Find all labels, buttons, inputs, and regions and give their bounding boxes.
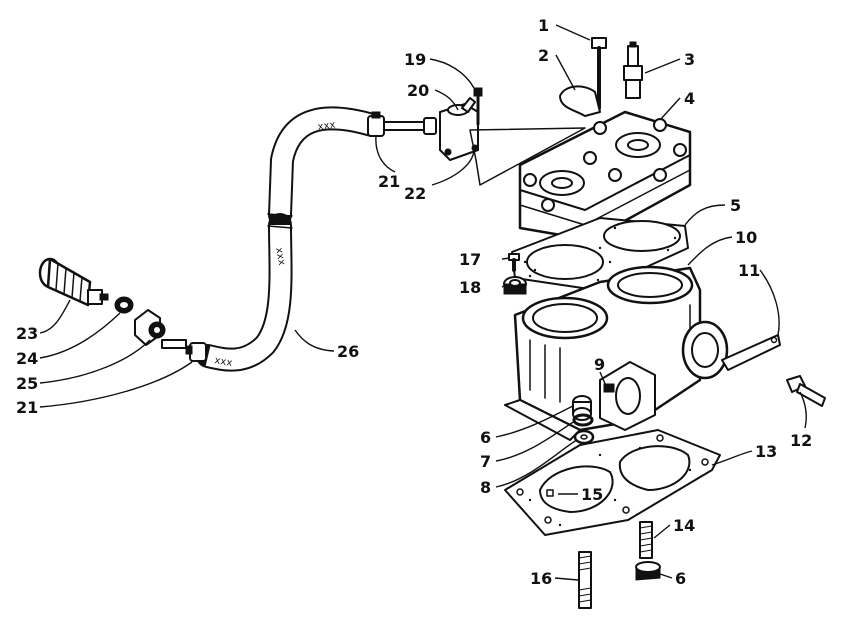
spark-plug bbox=[623, 41, 643, 99]
callout-6: 6 bbox=[480, 428, 491, 447]
nut-6 bbox=[635, 561, 661, 581]
callout-2: 2 bbox=[538, 46, 549, 65]
callout-8: 8 bbox=[480, 478, 491, 497]
callout-13: 13 bbox=[755, 442, 777, 461]
callout-12: 12 bbox=[790, 431, 812, 450]
callout-4: 4 bbox=[684, 89, 695, 108]
o-ring-7 bbox=[572, 413, 594, 427]
base-gasket bbox=[504, 429, 721, 536]
hose-barb-lower bbox=[161, 339, 187, 349]
cylinder-block bbox=[504, 265, 729, 441]
lifting-bracket bbox=[559, 85, 601, 117]
bolt-19 bbox=[473, 87, 483, 126]
bolt-17 bbox=[508, 253, 520, 272]
callout-1: 1 bbox=[538, 16, 549, 35]
coolant-hose: xxx xxx xxx bbox=[196, 106, 384, 372]
callout-18: 18 bbox=[459, 278, 481, 297]
callout-11: 11 bbox=[738, 261, 760, 280]
callout-22: 22 bbox=[404, 184, 426, 203]
callout-9: 9 bbox=[594, 355, 605, 374]
callout-7: 7 bbox=[480, 452, 491, 471]
hose-clamp-upper bbox=[367, 111, 385, 137]
callout-16: 16 bbox=[530, 569, 552, 588]
callout-6-bottom: 6 bbox=[675, 569, 686, 588]
cylinder-head bbox=[518, 110, 692, 242]
callout-21-top: 21 bbox=[378, 172, 400, 191]
exhaust-bracket bbox=[721, 334, 781, 371]
washer-8 bbox=[573, 429, 595, 445]
leader-lines bbox=[39, 24, 807, 581]
drain-plug bbox=[603, 383, 615, 393]
hose-clamp-lower bbox=[185, 342, 207, 362]
nut-25 bbox=[134, 309, 166, 346]
hose-barb-fitting bbox=[383, 117, 437, 135]
callout-10: 10 bbox=[735, 228, 757, 247]
callout-15: 15 bbox=[581, 485, 603, 504]
stud-16 bbox=[578, 551, 592, 609]
hose-nipple bbox=[786, 375, 826, 407]
callout-labels: 1 2 3 4 5 10 11 12 13 14 6 16 15 17 18 9… bbox=[16, 16, 812, 588]
head-bolt bbox=[591, 37, 607, 110]
callout-14: 14 bbox=[673, 516, 695, 535]
callout-5: 5 bbox=[730, 196, 741, 215]
drain-fitting-23 bbox=[38, 257, 109, 307]
hose-marking-upper: xxx bbox=[317, 120, 336, 133]
valve-gasket bbox=[469, 127, 586, 186]
callout-23: 23 bbox=[16, 324, 38, 343]
spacer-18 bbox=[503, 276, 527, 295]
callout-21-bottom: 21 bbox=[16, 398, 38, 417]
callout-26: 26 bbox=[337, 342, 359, 361]
callout-3: 3 bbox=[684, 50, 695, 69]
head-gasket bbox=[511, 217, 689, 291]
stud-14 bbox=[639, 521, 653, 559]
bypass-valve bbox=[439, 97, 479, 161]
callout-24: 24 bbox=[16, 349, 38, 368]
callout-25: 25 bbox=[16, 374, 38, 393]
hose-marking-lower: xxx bbox=[213, 355, 233, 369]
hose-marking-middle: xxx bbox=[273, 247, 287, 267]
callout-20: 20 bbox=[407, 81, 429, 100]
washer-24 bbox=[114, 296, 134, 314]
dowel-15 bbox=[546, 489, 554, 497]
callout-19: 19 bbox=[404, 50, 426, 69]
callout-17: 17 bbox=[459, 250, 481, 269]
